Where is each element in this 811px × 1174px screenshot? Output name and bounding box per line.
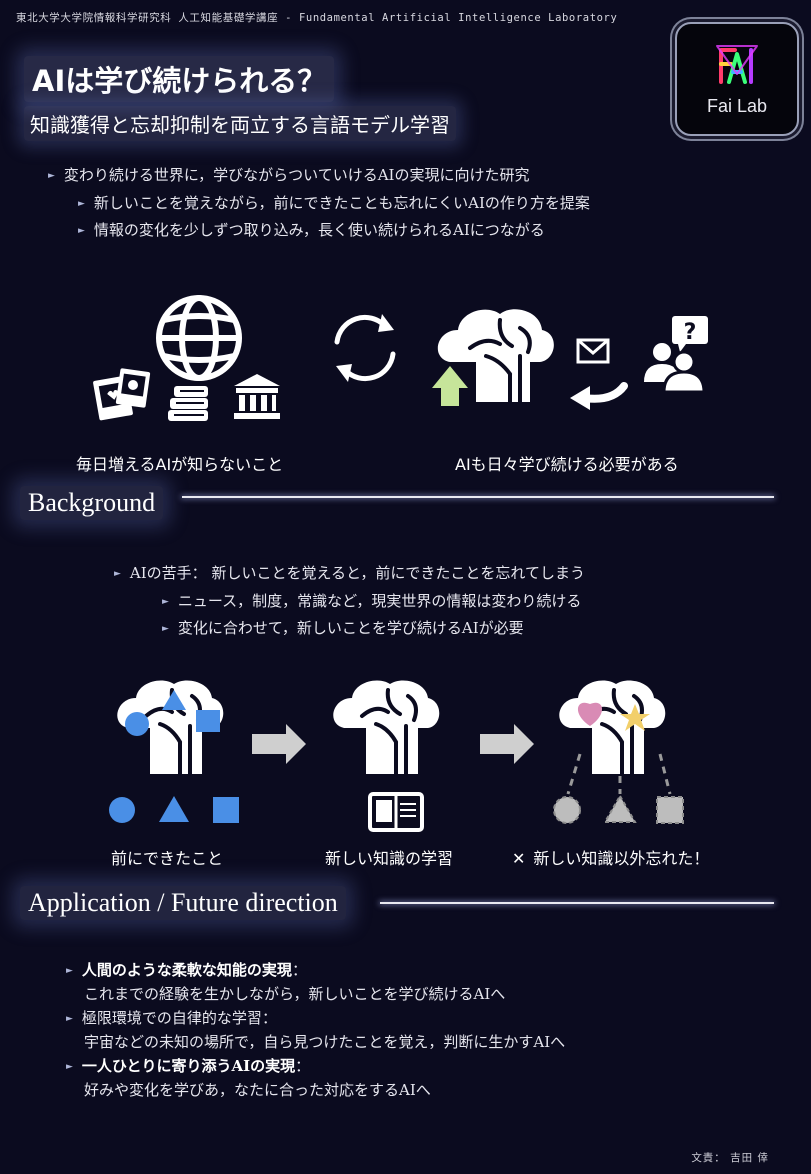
mail-icon: [576, 338, 610, 364]
background-heading: Background: [20, 486, 164, 520]
background-rule: [182, 496, 774, 498]
arrow-right-icon: [252, 724, 306, 764]
svg-text:?: ?: [684, 320, 697, 345]
faded-circle-icon: [553, 796, 581, 824]
x-mark-icon: ✕: [512, 849, 526, 868]
circle-shape-icon: [109, 797, 135, 823]
logo-mark-icon: [716, 45, 758, 84]
figure-1-illustration: ?: [93, 295, 708, 421]
brain-3-icon: [559, 680, 666, 776]
curved-arrow-icon: [570, 382, 628, 410]
application-heading: Application / Future direction: [20, 886, 346, 920]
brain-2-icon: [333, 680, 440, 776]
author-credit: 文責： 吉田 倖: [691, 1152, 769, 1164]
bullet-icon: ►: [78, 199, 85, 209]
application-rule: [380, 902, 774, 904]
page-title: AIは学び続けられる？: [24, 56, 335, 102]
bullet-icon: ►: [66, 1062, 73, 1072]
books-icon: [168, 386, 208, 421]
faded-square-icon: [656, 796, 684, 824]
heart-icon: [577, 702, 603, 726]
application-item: ►一人ひとりに寄り添うAIの実現： 好みや変化を学びあ，なたに合った対応をするA…: [66, 1057, 431, 1099]
globe-icon: [156, 295, 242, 381]
cycle-icon: [334, 314, 396, 382]
bullet-icon: ►: [162, 597, 169, 607]
bullet-icon: ►: [78, 226, 85, 236]
bullet-icon: ►: [114, 569, 121, 579]
figure-1-right-caption: AIも日々学び続ける必要がある: [455, 455, 679, 474]
bullet-icon: ►: [48, 171, 55, 181]
bullet-icon: ►: [162, 624, 169, 634]
photos-icon: [93, 368, 151, 421]
dashed-links: [566, 753, 672, 795]
figure-2-caption-1: 前にできたこと: [111, 849, 224, 868]
star-icon: [620, 704, 650, 731]
page-subtitle: 知識獲得と忘却抑制を両立する言語モデル学習: [24, 106, 456, 141]
knowledge-shapes-icon: [125, 690, 220, 736]
museum-icon: [234, 374, 280, 419]
intro-main-bullet: ►変わり続ける世界に，学びながらついていけるAIの実現に向けた研究: [48, 166, 530, 184]
figure-2-caption-2: 新しい知識の学習: [325, 849, 454, 868]
background-sub-bullet: ►ニュース，制度，常識など，現実世界の情報は変わり続ける: [162, 592, 582, 610]
brain-icon: [437, 309, 554, 404]
bullet-icon: ►: [66, 1014, 73, 1024]
figure-2-illustration: [109, 680, 684, 832]
intro-sub-bullet: ►新しいことを覚えながら，前にできたことも忘れにくいAIの作り方を提案: [78, 194, 590, 212]
up-arrow-icon: [432, 366, 468, 406]
triangle-shape-icon: [159, 796, 189, 822]
lab-header: 東北大学大学院情報科学研究科 人工知能基礎学講座 - Fundamental A…: [16, 12, 618, 24]
square-shape-icon: [213, 797, 239, 823]
faded-triangle-icon: [603, 793, 637, 823]
application-item: ►極限環境での自律的な学習： 宇宙などの未知の場所で，自ら見つけたことを覚え，判…: [66, 1009, 566, 1051]
background-sub-bullet: ►変化に合わせて，新しいことを学び続けるAIが必要: [162, 619, 524, 637]
bullet-icon: ►: [66, 966, 73, 976]
application-item: ►人間のような柔軟な知能の実現： これまでの経験を生かしながら，新しいことを学び…: [66, 961, 506, 1003]
logo-text: Fai Lab: [706, 96, 768, 116]
intro-sub-bullet: ►情報の変化を少しずつ取り込み，長く使い続けられるAIにつながる: [78, 221, 545, 239]
figure-2-caption-3: ✕新しい知識以外忘れた！: [512, 849, 710, 868]
figure-1-left-caption: 毎日増えるAIが知らないこと: [76, 455, 284, 474]
arrow-right-icon: [480, 724, 534, 764]
people-question-icon: ?: [644, 316, 708, 394]
fai-lab-logo: Fai Lab: [675, 22, 799, 136]
open-book-icon: [368, 792, 424, 832]
background-main-bullet: ►AIの苦手： 新しいことを覚えると，前にできたことを忘れてしまう: [114, 564, 585, 582]
